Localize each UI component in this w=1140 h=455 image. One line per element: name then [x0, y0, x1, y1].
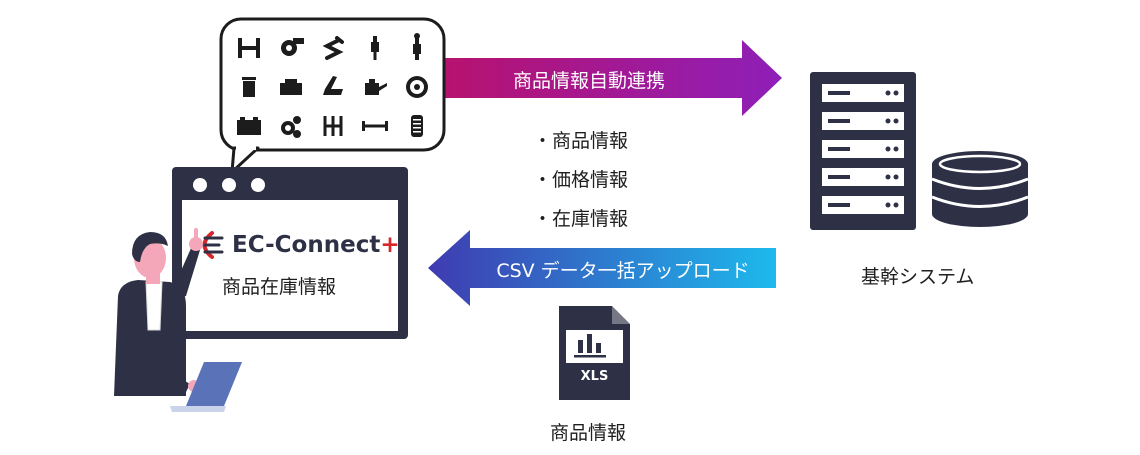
- sync-item-price: ・価格情報: [533, 169, 629, 191]
- spark-plug-icon: [371, 36, 379, 60]
- xls-badge: XLS: [580, 369, 609, 384]
- turbo-icon: [281, 38, 304, 56]
- spring-icon: [322, 36, 344, 60]
- auto-sync-label: 商品情報自動連携: [512, 70, 665, 92]
- csv-upload-label: CSV データ一括アップロード: [496, 260, 750, 282]
- oil-can-icon: [365, 79, 387, 95]
- ec-connect-logo-icon: [202, 231, 224, 259]
- server-rack-icon: [810, 72, 916, 230]
- brake-disc-icon: [406, 76, 428, 98]
- tire-icon: [411, 115, 423, 137]
- shock-absorber-icon: [413, 33, 421, 60]
- drive-shaft-icon: [362, 121, 388, 131]
- sync-item-stock: ・在庫情報: [533, 208, 629, 230]
- logo-wordmark: EC-Connect: [232, 232, 381, 258]
- database-icon: [931, 151, 1029, 227]
- sync-item-product: ・商品情報: [533, 130, 629, 152]
- parts-icon-grid: [237, 33, 428, 138]
- engine-icon: [280, 79, 302, 95]
- axle-icon: [238, 38, 260, 58]
- window-dot-icon: [222, 178, 236, 192]
- file-caption: 商品情報: [550, 422, 627, 444]
- auto-sync-arrow: [436, 40, 782, 116]
- csv-upload-arrow: [428, 230, 776, 306]
- xls-file-icon: [559, 306, 630, 400]
- ec-connect-logo-text: EC-Connect+: [232, 232, 400, 258]
- gearbox-icon: [323, 116, 343, 136]
- seat-icon: [323, 76, 343, 95]
- battery-icon: [237, 117, 261, 135]
- ec-window-caption: 商品在庫情報: [222, 276, 337, 298]
- window-dot-icon: [251, 178, 265, 192]
- core-system-label: 基幹システム: [861, 266, 975, 288]
- person-with-laptop-illustration: [114, 228, 242, 412]
- oil-filter-icon: [242, 77, 256, 97]
- ec-connect-window: [172, 167, 408, 339]
- window-dot-icon: [193, 178, 207, 192]
- logo-plus: +: [380, 232, 400, 258]
- gears-icon: [281, 116, 301, 138]
